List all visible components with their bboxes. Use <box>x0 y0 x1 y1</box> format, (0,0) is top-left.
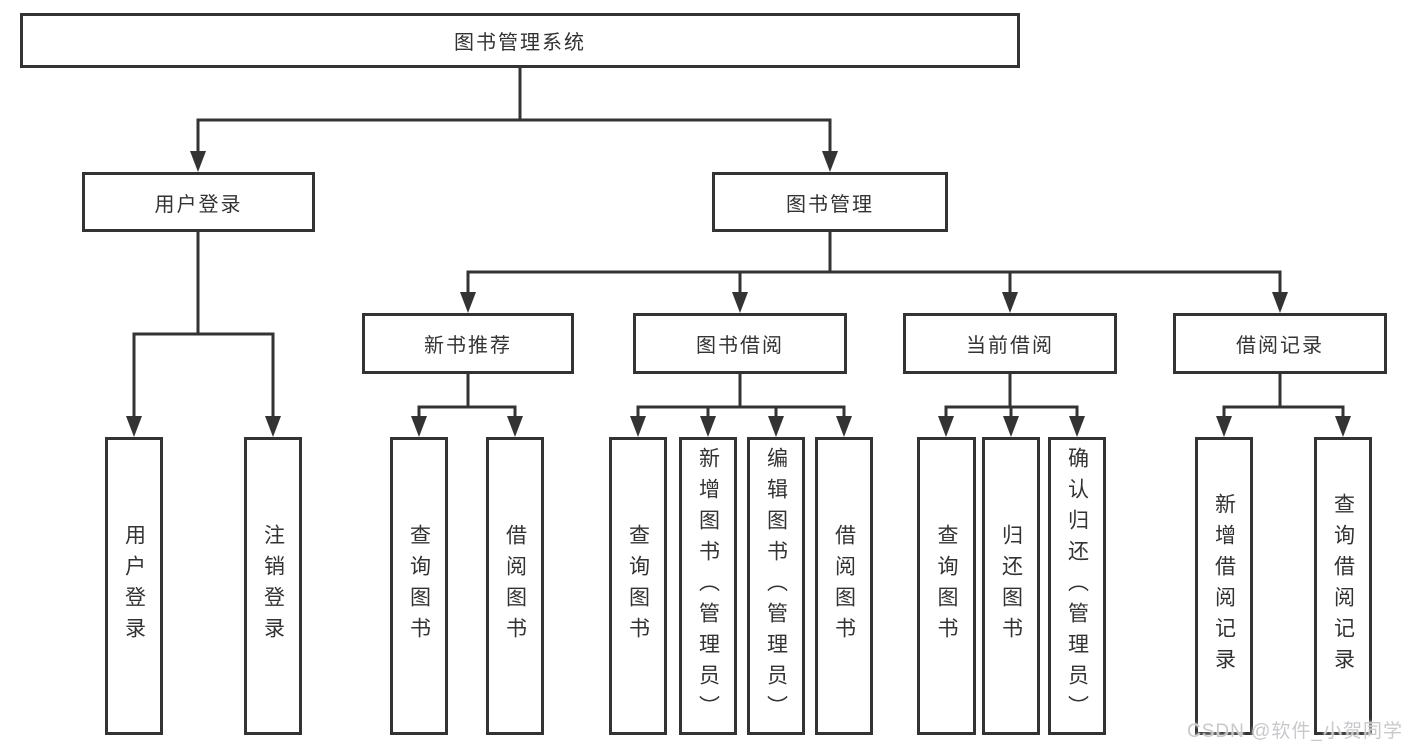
node-book-management-label: 图书管理 <box>786 193 874 216</box>
leaf-borrow-books-recommend: 借阅图书 <box>486 437 544 735</box>
node-borrow-records-label: 借阅记录 <box>1236 335 1324 357</box>
node-root-label: 图书管理系统 <box>454 32 586 54</box>
leaf-edit-book-admin: 编辑图书（管理员） <box>747 437 805 735</box>
leaf-borrow-books-recommend-label: 借阅图书 <box>503 524 527 648</box>
leaf-query-books-borrow: 查询图书 <box>609 437 667 735</box>
leaf-user-login-label: 用户登录 <box>122 524 146 648</box>
leaf-edit-book-admin-label: 编辑图书（管理员） <box>764 446 788 726</box>
leaf-query-books-current: 查询图书 <box>917 437 976 735</box>
leaf-user-login: 用户登录 <box>105 437 163 735</box>
node-new-book-recommend: 新书推荐 <box>362 313 574 374</box>
node-new-book-recommend-label: 新书推荐 <box>424 335 512 357</box>
arrowheads <box>126 151 1351 437</box>
node-user-login-label: 用户登录 <box>154 193 243 216</box>
leaf-return-book-label: 归还图书 <box>999 524 1023 648</box>
leaf-confirm-return-admin-label: 确认归还（管理员） <box>1065 446 1089 726</box>
node-book-management: 图书管理 <box>712 172 948 232</box>
leaf-borrow-books-borrow-label: 借阅图书 <box>832 524 856 648</box>
node-current-borrow: 当前借阅 <box>903 313 1117 374</box>
leaf-return-book: 归还图书 <box>982 437 1040 735</box>
node-current-borrow-label: 当前借阅 <box>966 335 1054 357</box>
leaf-query-books-borrow-label: 查询图书 <box>626 524 650 648</box>
leaf-add-borrow-record-label: 新增借阅记录 <box>1212 493 1236 679</box>
leaf-add-book-admin: 新增图书（管理员） <box>679 437 737 735</box>
leaf-query-books-recommend: 查询图书 <box>390 437 448 735</box>
leaf-query-books-recommend-label: 查询图书 <box>407 524 431 648</box>
leaf-query-borrow-record-label: 查询借阅记录 <box>1331 493 1355 679</box>
leaf-query-borrow-record: 查询借阅记录 <box>1314 437 1372 735</box>
leaf-query-books-current-label: 查询图书 <box>935 524 958 648</box>
node-book-borrow: 图书借阅 <box>633 313 847 374</box>
leaf-add-book-admin-label: 新增图书（管理员） <box>696 446 720 726</box>
node-book-borrow-label: 图书借阅 <box>696 335 784 357</box>
leaf-logout-label: 注销登录 <box>261 524 285 648</box>
leaf-confirm-return-admin: 确认归还（管理员） <box>1048 437 1106 735</box>
node-borrow-records: 借阅记录 <box>1173 313 1387 374</box>
watermark: CSDN @软件_小贺同学 <box>1187 721 1403 742</box>
node-user-login: 用户登录 <box>82 172 315 232</box>
leaf-borrow-books-borrow: 借阅图书 <box>815 437 873 735</box>
leaf-add-borrow-record: 新增借阅记录 <box>1195 437 1253 735</box>
node-root: 图书管理系统 <box>20 13 1020 68</box>
leaf-logout: 注销登录 <box>244 437 302 735</box>
